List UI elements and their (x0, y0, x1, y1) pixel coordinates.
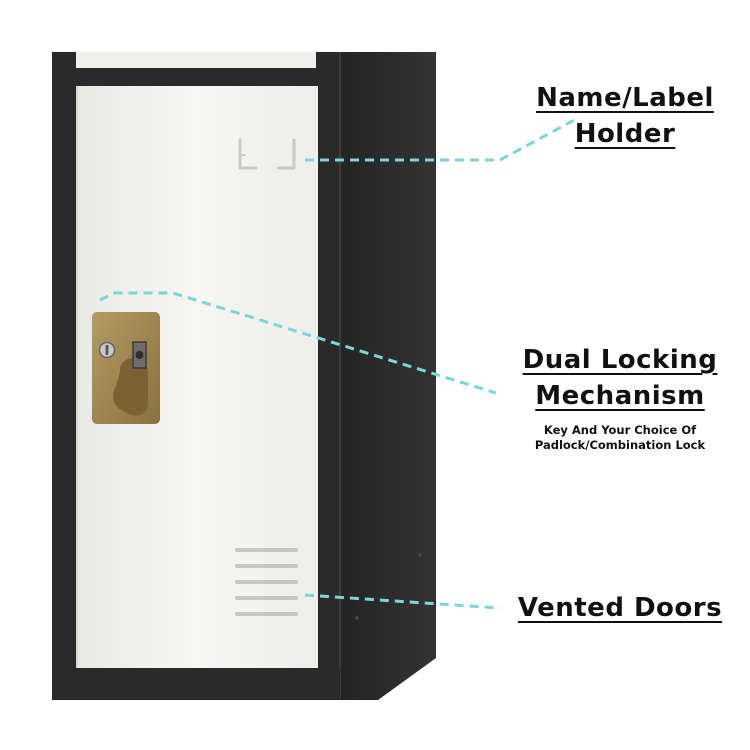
callout-dual-locking-line2: Mechanism (535, 381, 705, 411)
callout-dual-locking-subtitle: Key And Your Choice Of Padlock/Combinati… (500, 423, 740, 453)
callout-name-holder-line1: Name/Label (536, 83, 714, 113)
leader-lines (99, 116, 579, 610)
leader-name-holder (305, 116, 579, 162)
handle-lock (92, 312, 160, 424)
callout-dual-locking-sub1: Key And Your Choice Of (543, 423, 697, 437)
locker-side-panel (340, 52, 436, 700)
callout-dual-locking: Dual Locking Mechanism (500, 342, 740, 414)
callout-vented-doors-line1: Vented Doors (517, 593, 723, 623)
door-vents (235, 548, 298, 616)
leader-vented-doors (304, 593, 501, 610)
callout-vented-doors: Vented Doors (505, 590, 735, 626)
callout-dual-locking-line1: Dual Locking (522, 345, 718, 375)
upper-door-strip (76, 52, 316, 68)
callout-dual-locking-sub2: Padlock/Combination Lock (534, 438, 706, 452)
rivet (355, 616, 359, 620)
callout-name-holder-line2: Holder (574, 119, 676, 149)
locker-body (52, 52, 436, 700)
callout-name-holder: Name/Label Holder (530, 80, 720, 152)
name-label-holder (238, 138, 296, 170)
locker-base (52, 668, 340, 700)
leader-dual-locking (99, 291, 497, 395)
rivet (418, 553, 422, 557)
handle-recess (113, 358, 148, 416)
